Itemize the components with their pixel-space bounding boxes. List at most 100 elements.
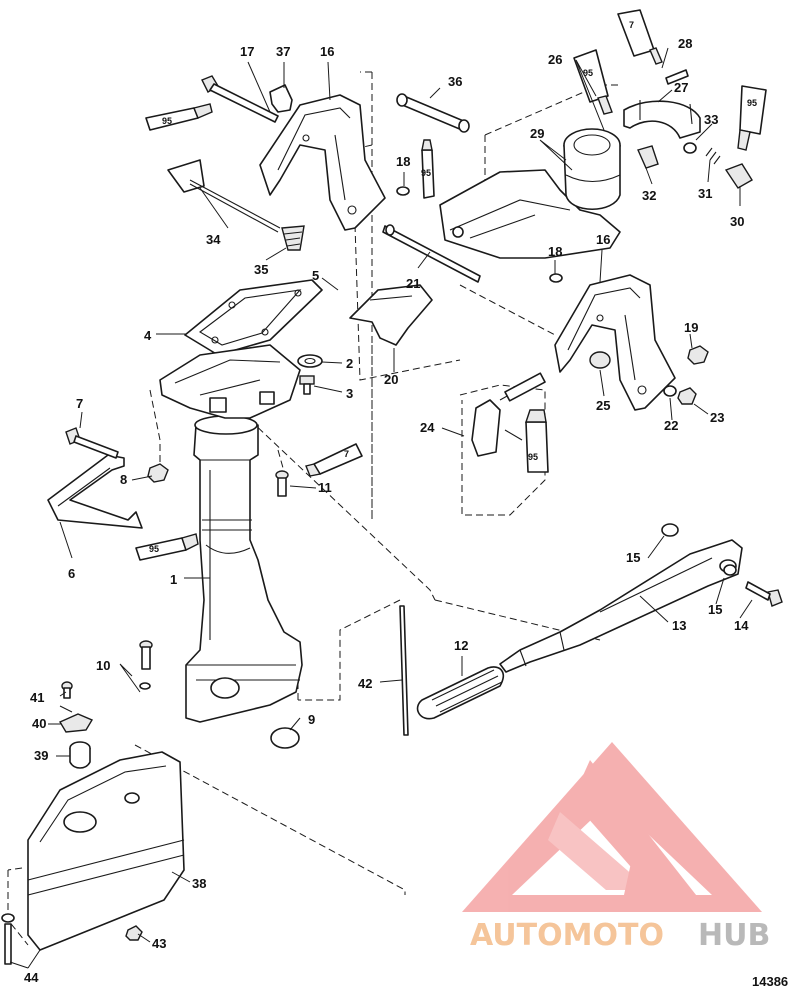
grease-tube-icon: 95 bbox=[573, 49, 613, 115]
pin-36 bbox=[396, 93, 470, 133]
svg-text:95: 95 bbox=[162, 116, 172, 126]
grease-tube-icon: 95 bbox=[525, 409, 549, 473]
callout-5: 5 bbox=[312, 268, 319, 283]
callout-3: 3 bbox=[346, 386, 353, 401]
screw-11 bbox=[275, 470, 289, 497]
bolt-7 bbox=[65, 427, 119, 459]
screw-10 bbox=[139, 640, 153, 690]
callout-26: 26 bbox=[548, 52, 562, 67]
svg-text:7: 7 bbox=[629, 20, 634, 30]
adapter-plate bbox=[184, 279, 323, 356]
callout-18b: 18 bbox=[548, 244, 562, 259]
washer-15a bbox=[661, 523, 679, 537]
svg-text:95: 95 bbox=[747, 98, 757, 108]
callout-28: 28 bbox=[678, 36, 692, 51]
tiller-arm-13 bbox=[499, 539, 743, 673]
swivel-bracket-16-left bbox=[259, 94, 386, 231]
callout-24: 24 bbox=[420, 420, 435, 435]
callout-36: 36 bbox=[448, 74, 462, 89]
callout-16b: 16 bbox=[596, 232, 610, 247]
screw-41 bbox=[61, 681, 73, 699]
callout-21: 21 bbox=[406, 276, 420, 291]
callout-44: 44 bbox=[24, 970, 39, 985]
clip-32 bbox=[637, 145, 659, 169]
swivel-housing bbox=[439, 169, 621, 259]
bolt-14 bbox=[745, 581, 783, 607]
watermark-logo bbox=[462, 742, 762, 912]
nut-19 bbox=[687, 345, 709, 365]
bushing-29 bbox=[563, 128, 621, 211]
callout-40: 40 bbox=[32, 716, 46, 731]
callout-39: 39 bbox=[34, 748, 48, 763]
washer-2 bbox=[297, 354, 323, 368]
spring-31 bbox=[705, 147, 721, 165]
grease-tube-icon: 95 bbox=[737, 85, 767, 151]
grease-tube-icon: 95 bbox=[135, 533, 199, 561]
loctite-tube-icon: 7 bbox=[305, 443, 363, 477]
clamp-27 bbox=[623, 100, 701, 139]
callout-14: 14 bbox=[734, 618, 749, 633]
callout-38: 38 bbox=[192, 876, 206, 891]
callout-27: 27 bbox=[674, 80, 688, 95]
drawing-number: 14386 bbox=[752, 974, 788, 989]
nut-8 bbox=[147, 463, 169, 483]
callout-29: 29 bbox=[530, 126, 544, 141]
callout-41: 41 bbox=[30, 690, 44, 705]
callout-15b: 15 bbox=[708, 602, 722, 617]
callout-8: 8 bbox=[120, 472, 127, 487]
callout-43: 43 bbox=[152, 936, 166, 951]
callout-35: 35 bbox=[254, 262, 268, 277]
leader-lines bbox=[9, 47, 753, 969]
callout-10: 10 bbox=[96, 658, 110, 673]
upper-mount bbox=[159, 344, 301, 419]
friction-kit-24 bbox=[471, 372, 546, 457]
callout-labels: 1 2 3 4 5 6 7 8 9 10 11 12 13 14 15 15 1… bbox=[24, 36, 749, 985]
nut-23 bbox=[677, 387, 697, 405]
screw-28 bbox=[665, 69, 689, 85]
bushing-37 bbox=[269, 84, 293, 113]
svg-text:95: 95 bbox=[528, 452, 538, 462]
stud-42 bbox=[399, 605, 409, 736]
knob-30 bbox=[724, 163, 753, 189]
svg-text:7: 7 bbox=[344, 449, 349, 459]
nut-43 bbox=[125, 925, 143, 941]
bracket-6 bbox=[47, 454, 143, 529]
lower-housing-38 bbox=[27, 751, 185, 951]
callout-22: 22 bbox=[664, 418, 678, 433]
callout-17: 17 bbox=[240, 44, 254, 59]
callout-33: 33 bbox=[704, 112, 718, 127]
callout-31: 31 bbox=[698, 186, 712, 201]
callout-13: 13 bbox=[672, 618, 686, 633]
callout-12: 12 bbox=[454, 638, 468, 653]
driveshaft-housing bbox=[185, 415, 303, 723]
callout-19: 19 bbox=[684, 320, 698, 335]
callout-34: 34 bbox=[206, 232, 221, 247]
pivot-clip-20 bbox=[349, 284, 433, 346]
callout-6: 6 bbox=[68, 566, 75, 581]
loctite-tube-icon: 7 bbox=[617, 9, 663, 65]
svg-text:95: 95 bbox=[421, 168, 431, 178]
washer-33 bbox=[683, 142, 697, 154]
watermark-text: AUTOMOTO HUB bbox=[470, 918, 770, 953]
callout-16a: 16 bbox=[320, 44, 334, 59]
washer-18b bbox=[549, 273, 563, 283]
callout-1: 1 bbox=[170, 572, 177, 587]
callout-30: 30 bbox=[730, 214, 744, 229]
svg-text:HUB: HUB bbox=[698, 918, 770, 953]
dashed-lines bbox=[7, 71, 620, 946]
callout-18a: 18 bbox=[396, 154, 410, 169]
callout-15a: 15 bbox=[626, 550, 640, 565]
washer-18a bbox=[396, 186, 410, 196]
svg-text:95: 95 bbox=[149, 544, 159, 554]
spring-35 bbox=[281, 225, 305, 251]
callout-11: 11 bbox=[318, 480, 332, 495]
washer-22 bbox=[663, 385, 677, 397]
grease-tube-icon: 95 bbox=[145, 103, 213, 131]
svg-text:AUTOMOTO: AUTOMOTO bbox=[470, 918, 664, 953]
swivel-shaft-21 bbox=[382, 224, 481, 283]
plate-40 bbox=[58, 713, 94, 733]
callout-23: 23 bbox=[710, 410, 724, 425]
callout-9: 9 bbox=[308, 712, 315, 727]
